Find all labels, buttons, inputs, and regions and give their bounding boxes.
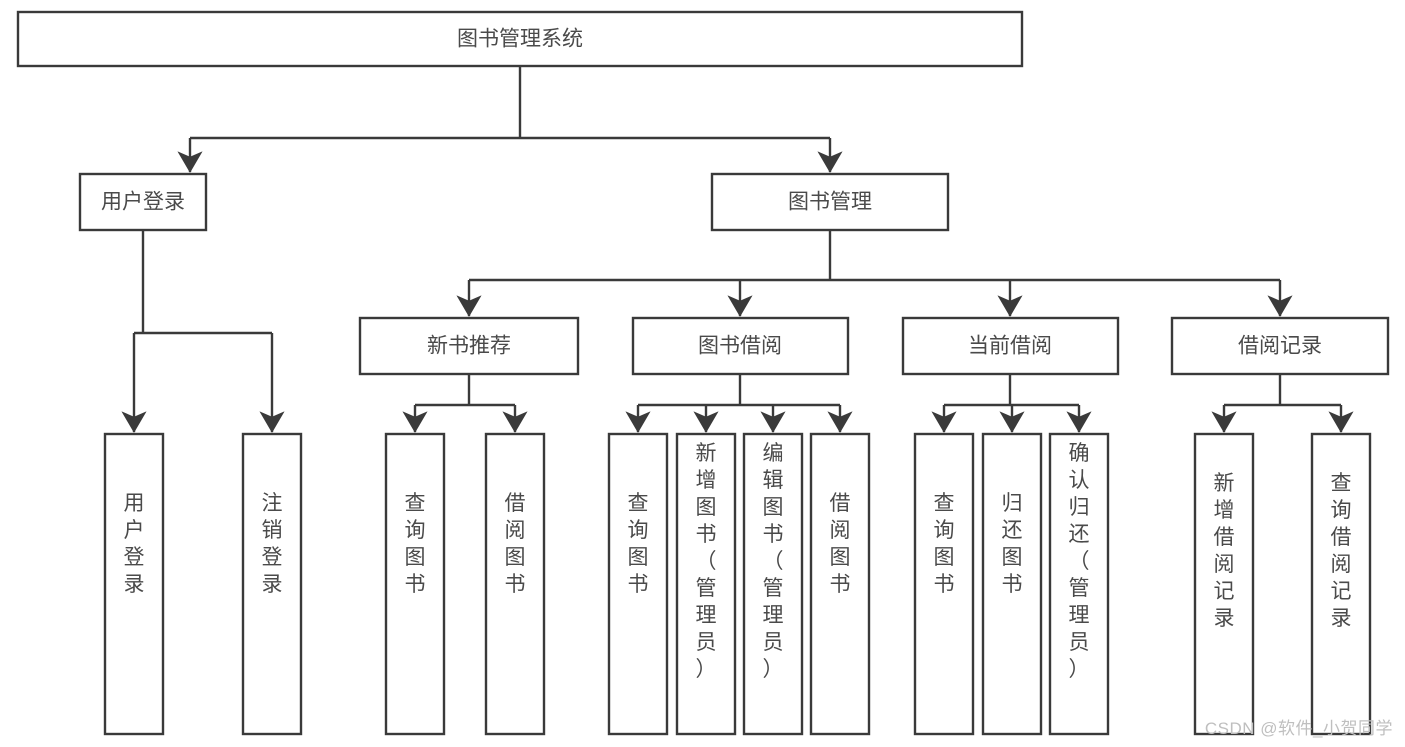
node-current-borrow[interactable]: 当前借阅: [901, 316, 1120, 376]
leaf-return-book-label: 归还图书: [1002, 492, 1023, 596]
node-root-label: 图书管理系统: [457, 28, 583, 51]
node-book-management-label: 图书管理: [788, 191, 872, 214]
leaf-user-login-box[interactable]: [103, 432, 165, 736]
leaf-borrow-books-recommend-label: 借阅图书: [505, 492, 526, 596]
node-book-borrow[interactable]: 图书借阅: [631, 316, 850, 376]
leaf-borrow-books-recommend-box[interactable]: [484, 432, 546, 736]
leaf-query-books-current-box[interactable]: [913, 432, 975, 736]
connector-layer: [121, 66, 1354, 433]
leaf-edit-book-admin-label: 编辑图书（管理员）: [763, 442, 784, 681]
leaf-query-borrow-record-label: 查询借阅记录: [1331, 472, 1352, 630]
leaf-logout-label: 注销登录: [262, 492, 283, 596]
leaf-query-books-current[interactable]: 查询图书: [913, 432, 975, 736]
leaf-borrow-book-box[interactable]: [809, 432, 871, 736]
node-new-book-recommend-box[interactable]: [358, 316, 580, 376]
leaf-query-books-borrow-label: 查询图书: [628, 492, 649, 596]
leaf-add-borrow-record-label: 新增借阅记录: [1214, 472, 1235, 630]
leaf-add-borrow-record-box[interactable]: [1193, 432, 1255, 736]
leaf-edit-book-admin[interactable]: 编辑图书（管理员）: [742, 432, 804, 736]
leaf-confirm-return-admin-box[interactable]: [1048, 432, 1110, 736]
leaf-query-books-recommend[interactable]: 查询图书: [384, 432, 446, 736]
leaf-query-books-borrow[interactable]: 查询图书: [607, 432, 669, 736]
leaf-return-book[interactable]: 归还图书: [981, 432, 1043, 736]
node-user-login-box[interactable]: [78, 172, 208, 232]
node-user-login-label: 用户登录: [101, 191, 185, 214]
node-book-borrow-box[interactable]: [631, 316, 850, 376]
leaf-query-books-current-label: 查询图书: [934, 492, 955, 596]
node-current-borrow-label: 当前借阅: [968, 335, 1052, 358]
leaf-user-login[interactable]: 用户登录: [103, 432, 165, 736]
node-book-borrow-label: 图书借阅: [698, 335, 782, 358]
leaf-query-borrow-record[interactable]: 查询借阅记录: [1310, 432, 1372, 736]
node-borrow-records[interactable]: 借阅记录: [1170, 316, 1390, 376]
node-user-login[interactable]: 用户登录: [78, 172, 208, 232]
node-new-book-recommend[interactable]: 新书推荐: [358, 316, 580, 376]
node-borrow-records-label: 借阅记录: [1238, 335, 1322, 358]
leaf-confirm-return-admin-label: 确认归还（管理员）: [1069, 442, 1090, 681]
leaf-confirm-return-admin[interactable]: 确认归还（管理员）: [1048, 432, 1110, 736]
leaf-logout-box[interactable]: [241, 432, 303, 736]
node-borrow-records-box[interactable]: [1170, 316, 1390, 376]
leaf-borrow-book-label: 借阅图书: [830, 492, 851, 596]
leaf-user-login-label: 用户登录: [124, 492, 145, 596]
node-current-borrow-box[interactable]: [901, 316, 1120, 376]
leaf-add-borrow-record[interactable]: 新增借阅记录: [1193, 432, 1255, 736]
leaf-query-books-recommend-box[interactable]: [384, 432, 446, 736]
leaf-logout[interactable]: 注销登录: [241, 432, 303, 736]
leaf-query-books-recommend-label: 查询图书: [405, 492, 426, 596]
leaf-add-book-admin[interactable]: 新增图书（管理员）: [675, 432, 737, 736]
leaf-borrow-books-recommend[interactable]: 借阅图书: [484, 432, 546, 736]
node-book-management-box[interactable]: [710, 172, 950, 232]
leaf-query-books-borrow-box[interactable]: [607, 432, 669, 736]
leaf-add-book-admin-label: 新增图书（管理员）: [696, 442, 717, 681]
node-new-book-recommend-label: 新书推荐: [427, 335, 511, 358]
node-book-management[interactable]: 图书管理: [710, 172, 950, 232]
node-root-box[interactable]: [16, 10, 1024, 68]
leaf-add-book-admin-box[interactable]: [675, 432, 737, 736]
leaf-query-borrow-record-box[interactable]: [1310, 432, 1372, 736]
leaf-edit-book-admin-box[interactable]: [742, 432, 804, 736]
leaf-return-book-box[interactable]: [981, 432, 1043, 736]
leaf-borrow-book[interactable]: 借阅图书: [809, 432, 871, 736]
node-root[interactable]: 图书管理系统: [16, 10, 1024, 68]
